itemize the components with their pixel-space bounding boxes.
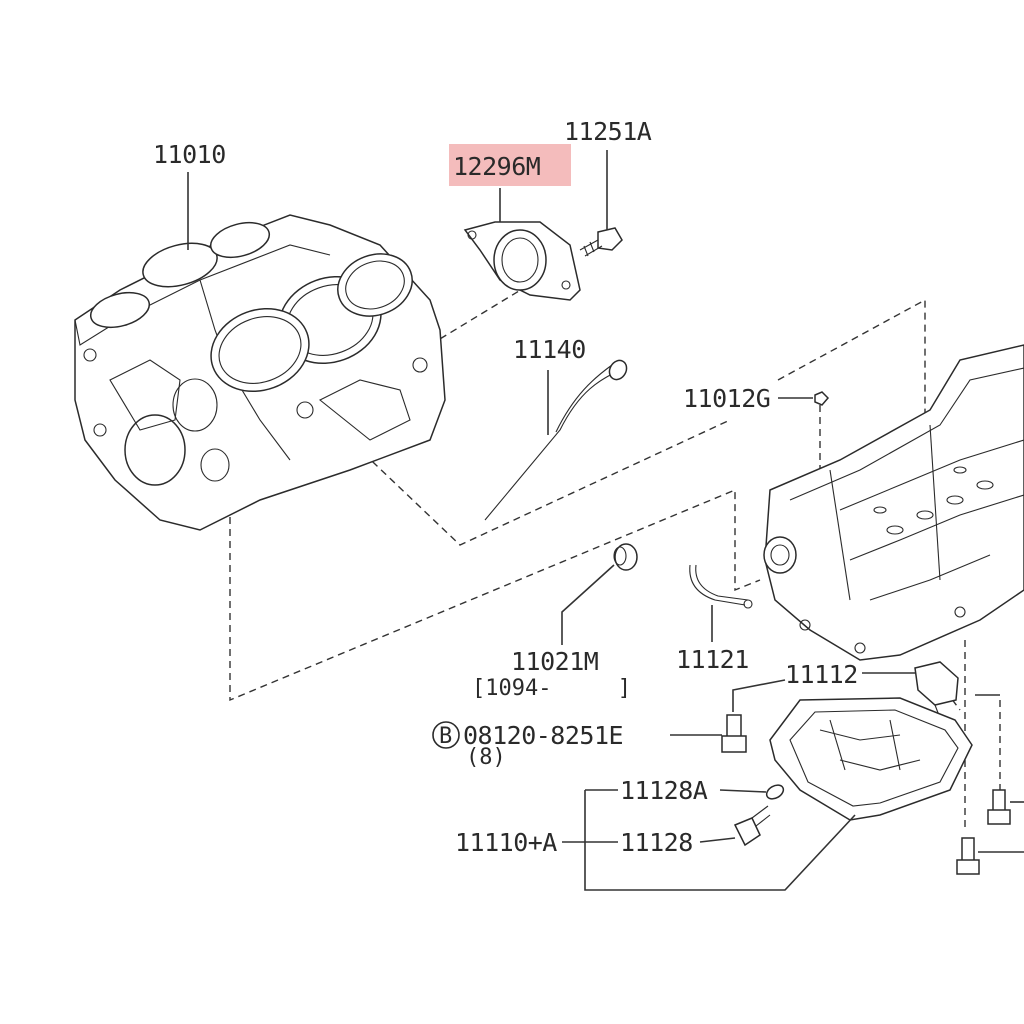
cap-11021m[interactable] bbox=[613, 543, 638, 571]
label-11021m-range: [1094- ] bbox=[472, 676, 631, 701]
label-11140[interactable]: 11140 bbox=[513, 335, 586, 364]
bolt-right-1[interactable] bbox=[987, 789, 1011, 825]
label-11121[interactable]: 11121 bbox=[676, 645, 749, 674]
cylinder-block[interactable] bbox=[74, 214, 446, 531]
bracket-11121[interactable] bbox=[689, 564, 753, 609]
b-circle-icon bbox=[432, 721, 460, 749]
label-bolt-code[interactable]: 08120-8251E bbox=[463, 721, 624, 750]
upper-oil-pan[interactable] bbox=[763, 344, 1024, 661]
highlight-box bbox=[449, 144, 571, 186]
label-bolt-code-group[interactable]: B 08120-8251E (8) bbox=[432, 721, 624, 770]
label-11010[interactable]: 11010 bbox=[153, 140, 226, 169]
label-12296m[interactable]: 12296M bbox=[453, 152, 541, 181]
bolt-11251a[interactable] bbox=[579, 227, 623, 257]
oil-dipstick[interactable] bbox=[484, 357, 630, 521]
label-11110a[interactable]: 11110+A bbox=[455, 828, 558, 857]
label-11251a[interactable]: 11251A bbox=[564, 117, 652, 146]
plug-11012g[interactable] bbox=[814, 391, 830, 406]
bolt-code-prefix: B bbox=[439, 724, 452, 749]
label-11128[interactable]: 11128 bbox=[620, 828, 693, 857]
oil-seal-retainer[interactable] bbox=[463, 221, 581, 301]
label-11012g[interactable]: 11012G bbox=[683, 384, 771, 413]
washer-11128a[interactable] bbox=[764, 782, 786, 801]
bolt-08120[interactable] bbox=[721, 714, 747, 753]
label-bolt-qty: (8) bbox=[466, 745, 506, 770]
bolt-right-2[interactable] bbox=[956, 837, 980, 875]
label-11112[interactable]: 11112 bbox=[785, 660, 858, 689]
lower-oil-pan[interactable] bbox=[769, 697, 973, 821]
label-11021m[interactable]: 11021M bbox=[511, 647, 599, 676]
drain-plug-11128[interactable] bbox=[733, 805, 771, 847]
label-11128a[interactable]: 11128A bbox=[620, 776, 708, 805]
leader-lines bbox=[187, 150, 1024, 891]
